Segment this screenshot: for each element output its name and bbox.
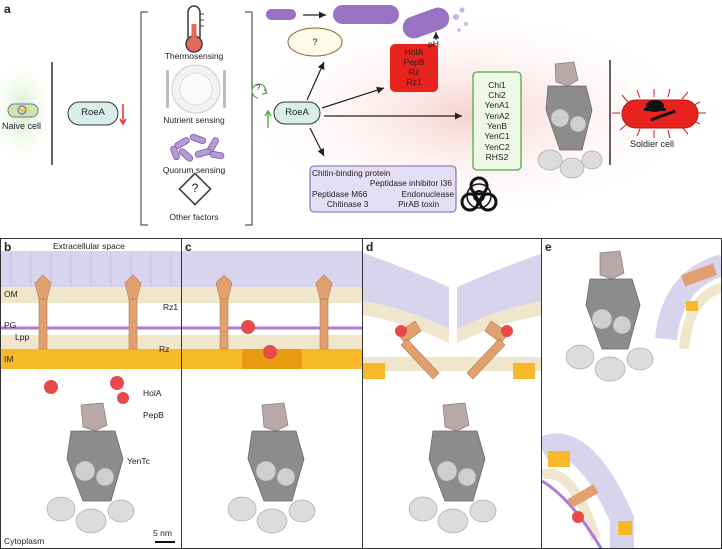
rz-rz1-complex-right (124, 274, 142, 350)
panel-letter-a: a (4, 2, 11, 16)
om-right-curl (457, 253, 541, 329)
unknown-diamond-icon (178, 172, 212, 206)
ph-label: pH (428, 39, 439, 49)
arrow-to-other (309, 127, 325, 157)
other-m66: Peptidase M66 (312, 188, 368, 199)
arrow-to-question (306, 61, 325, 101)
roea-left-label: RoeA (81, 107, 105, 119)
yen-chi2: Chi2 (488, 89, 506, 100)
roea-center-pill (273, 101, 321, 125)
yen-chi1: Chi1 (488, 79, 506, 90)
other-endonuclease: Endonuclease (401, 188, 454, 199)
scale-label: 5 nm (153, 528, 172, 538)
yen-yenc2: YenC2 (484, 141, 510, 152)
lysis-box (390, 44, 438, 92)
other-line4: Chitinase 3 PirAB toxin (312, 199, 454, 209)
yen-yena2: YenA2 (484, 110, 510, 121)
lysis-box-text: HolA PepB Rz Rz1 (390, 44, 438, 92)
large-rod (333, 5, 399, 24)
rz-rz1-complex-left (34, 274, 52, 350)
hola-blob (44, 380, 58, 394)
other-proteins-text: Chitin-binding protein Peptidase inhibit… (312, 168, 454, 210)
yen-yena1: YenA1 (484, 100, 510, 111)
panel-c-artwork (182, 251, 362, 534)
thermometer-icon (185, 5, 204, 53)
panel-d: d (362, 238, 542, 549)
cytoplasm-label: Cytoplasm (4, 536, 45, 546)
panel-letter-c: c (185, 240, 192, 254)
question-ellipse (287, 27, 343, 57)
plate-icon (166, 64, 226, 114)
lysis-rz1: Rz1 (406, 76, 422, 87)
panel-letter-b: b (4, 240, 12, 254)
im-label: IM (4, 354, 14, 364)
biohazard-icon (460, 176, 498, 212)
om-bilayer (1, 287, 181, 303)
roea-left-pill (67, 101, 119, 126)
signal-quorum: Quorum sensing (162, 165, 226, 175)
yentc-complex-e (565, 250, 654, 382)
roea-center-label: RoeA (285, 106, 309, 118)
panel-letter-d: d (366, 240, 374, 254)
panel-a: a Naive cell RoeA Thermosensing Nutrient… (0, 0, 722, 236)
panel-a-artwork (0, 5, 710, 226)
naive-cell-label: Naive cell (2, 121, 42, 131)
signal-thermo: Thermosensing (164, 51, 224, 61)
other-proteins-box (309, 165, 457, 213)
lpp-label: Lpp (15, 332, 30, 342)
vesicle-bottom-lps (542, 433, 634, 548)
pepb-at-pg (241, 320, 255, 334)
bacteria-cluster-icon (170, 133, 225, 162)
im-hole-forming (242, 349, 302, 369)
yen-rhs2: RHS2 (485, 152, 509, 163)
yen-yenb: YenB (486, 121, 507, 131)
yentc-complex-a (537, 61, 603, 179)
other-peptidase-inhib: Peptidase inhibitor I36 (369, 178, 452, 189)
panel-e-artwork (542, 250, 721, 548)
soldier-cell-label: Soldier cell (630, 139, 675, 149)
yen-box (472, 71, 522, 171)
lysis-pepb: PepB (403, 57, 425, 68)
yentc-complex-b (46, 402, 135, 534)
om-left-curl (363, 253, 449, 329)
rz-label: Rz (159, 344, 170, 354)
ellipse-question: ? (312, 36, 318, 47)
panel-b: b Extracellular space OM PG Lpp IM Rz1 R… (0, 238, 182, 549)
yen-box-text: Chi1 Chi2 YenA1 YenA2 YenB YenC1 YenC2 R… (473, 72, 521, 170)
pepb-label: PepB (143, 410, 164, 420)
bursting-cell-icon (402, 7, 468, 40)
small-question: ? (256, 83, 261, 92)
bracket-right (245, 11, 253, 226)
panel-c: c (181, 238, 363, 549)
other-chitin: Chitin-binding protein (312, 168, 391, 178)
small-rod (266, 9, 296, 20)
panel-e: e (541, 238, 722, 549)
signal-other: Other factors (169, 212, 219, 222)
arrow-to-lysis (321, 86, 385, 109)
diamond-question: ? (191, 181, 199, 196)
panel-letter-e: e (545, 240, 552, 254)
rz1-label: Rz1 (163, 302, 179, 312)
extracellular-label: Extracellular space (53, 241, 125, 251)
hola-blob-2 (110, 376, 124, 390)
panel-b-artwork (1, 251, 181, 543)
pepb-blob (117, 392, 129, 404)
lysis-hola: HolA (404, 47, 424, 58)
other-line3: Peptidase M66 Endonuclease (312, 189, 454, 199)
other-chitinase3: Chitinase 3 (326, 199, 369, 210)
om-label: OM (4, 289, 18, 299)
hola-in-im (263, 345, 277, 359)
soldier-cell-icon (612, 88, 706, 139)
hola-label: HolA (143, 388, 162, 398)
yentc-label: YenTc (127, 456, 150, 466)
im-core (1, 349, 181, 369)
signal-nutrient: Nutrient sensing (163, 115, 225, 125)
other-pirab: PirAB toxin (398, 199, 440, 210)
panel-d-artwork (363, 253, 541, 534)
lysis-rz: Rz (408, 67, 420, 77)
yen-yenc1: YenC1 (484, 131, 510, 142)
bracket-left (140, 11, 148, 226)
pg-label: PG (4, 320, 17, 330)
